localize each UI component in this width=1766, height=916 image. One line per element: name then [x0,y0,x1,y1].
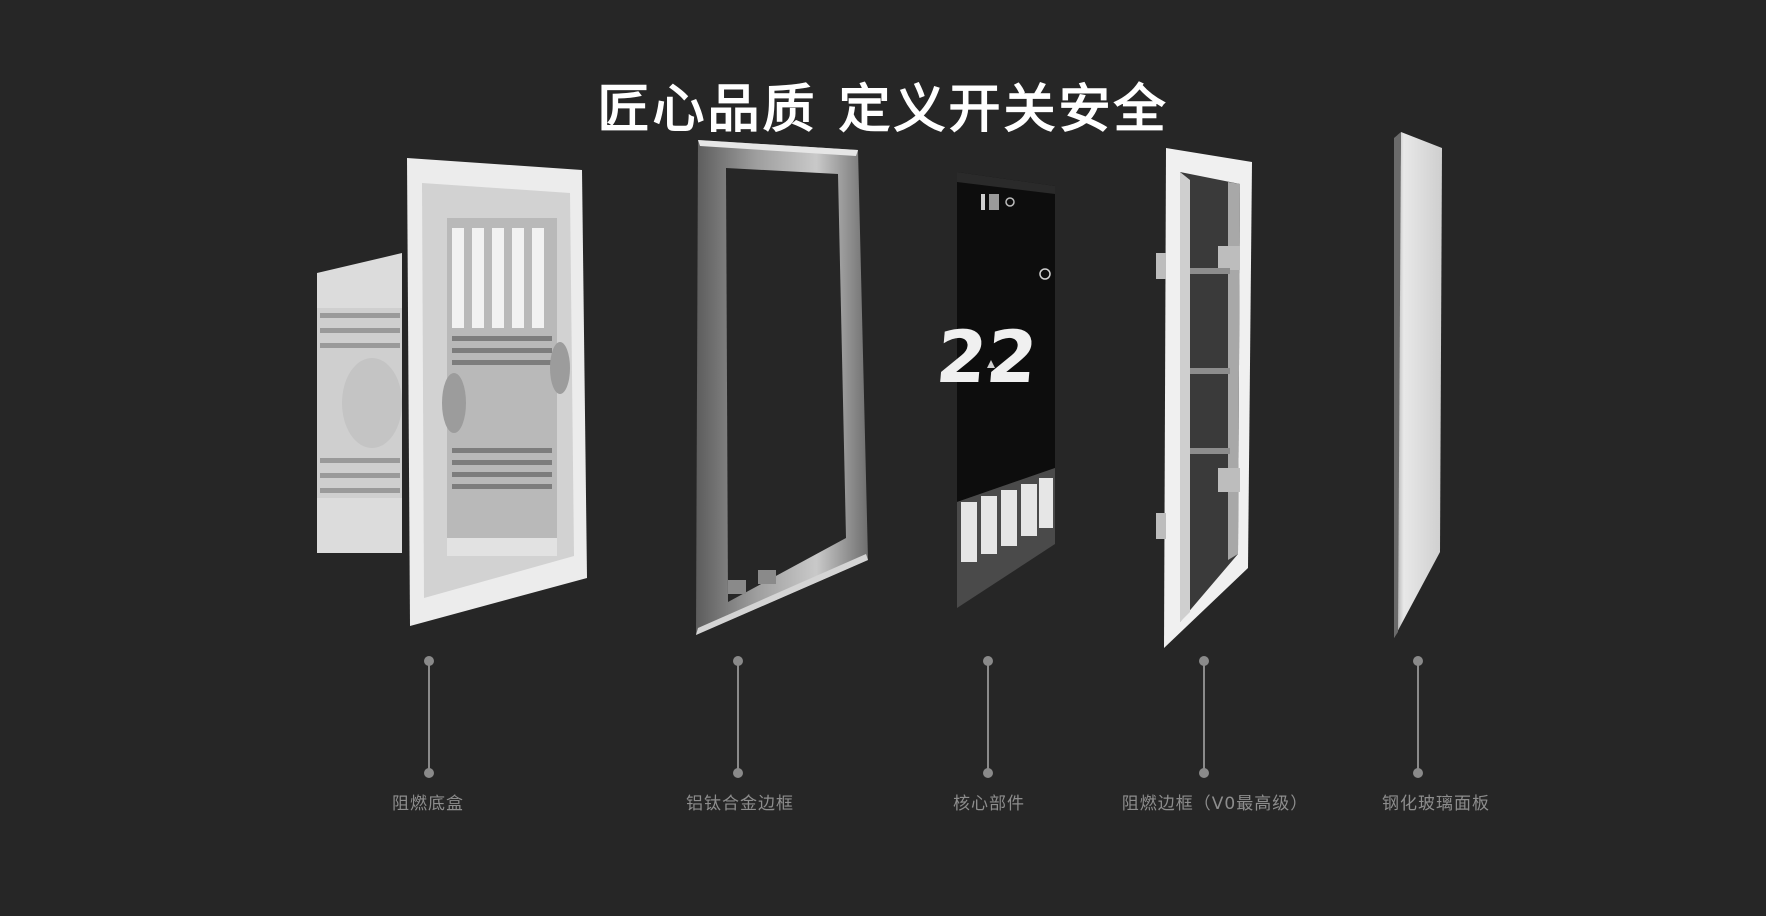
label-glass-panel: 钢化玻璃面板 [1382,794,1490,814]
temperature-readout: 22 [933,316,1041,400]
page-title: 匠心品质 定义开关安全 [597,80,1169,140]
label-core-module: 核心部件 [953,794,1025,814]
back-box-image [312,158,602,628]
callout-alloy-frame [730,656,746,778]
label-alloy-frame: 铝钛合金边框 [686,794,794,814]
alloy-frame-image [688,140,873,640]
core-module-image: 22 [933,172,1058,612]
label-retardant-frame: 阻燃边框（V0最高级） [1121,794,1309,814]
retardant-frame-image [1150,148,1260,650]
label-back-box: 阻燃底盒 [392,794,464,814]
callout-retardant-frame [1196,656,1212,778]
callout-core-module [980,656,996,778]
callout-back-box [421,656,437,778]
callout-glass-panel [1410,656,1426,778]
glass-panel-image [1386,132,1446,642]
